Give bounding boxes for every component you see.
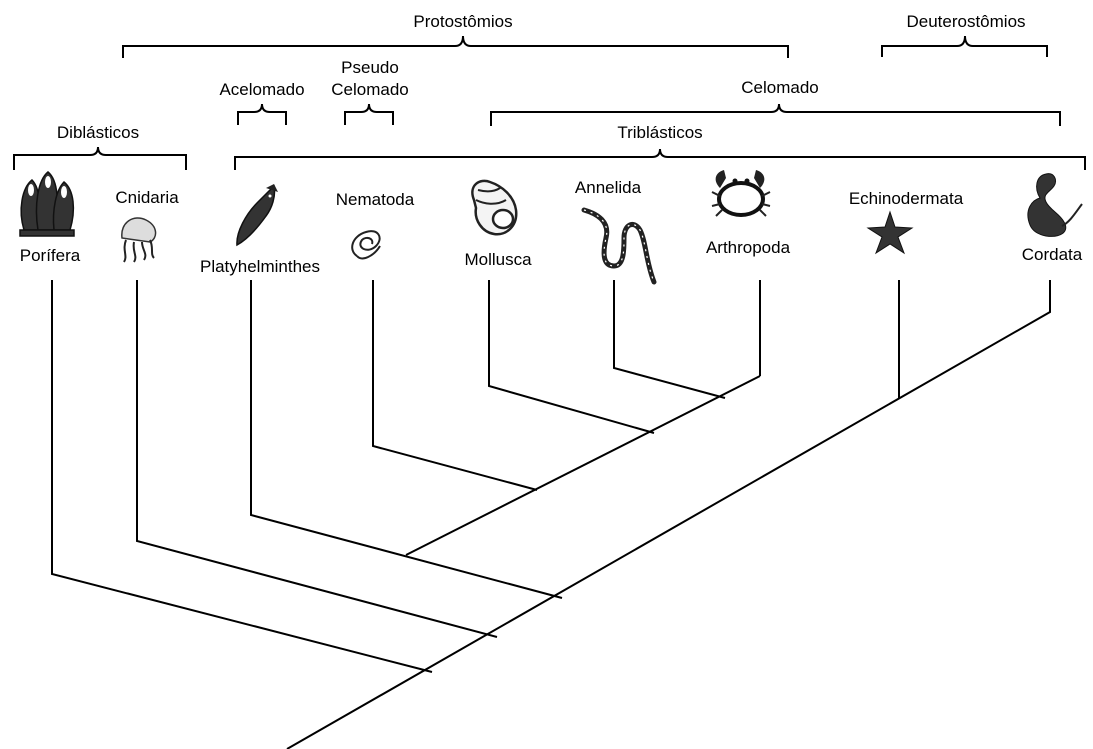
branch-cordata bbox=[286, 280, 1051, 749]
triblasticos-label: Triblásticos bbox=[617, 123, 702, 142]
branch-protostome-clade bbox=[405, 375, 761, 556]
taxon-platyhelminthes: Platyhelminthes bbox=[200, 257, 320, 276]
taxon-echinodermata: Echinodermata bbox=[849, 189, 964, 208]
flatworm-icon bbox=[236, 184, 278, 247]
diblasticos-label: Diblásticos bbox=[57, 123, 139, 142]
acelomado-bracket bbox=[237, 103, 287, 125]
diblasticos-bracket bbox=[13, 146, 187, 170]
branch-nematoda bbox=[372, 280, 538, 491]
branch-porifera bbox=[51, 280, 433, 673]
deuterostomios-label: Deuterostômios bbox=[906, 12, 1025, 31]
sponge-icon bbox=[19, 171, 75, 237]
triblasticos-bracket bbox=[234, 148, 1086, 170]
protostomios-label: Protostômios bbox=[413, 12, 512, 31]
taxon-arthropoda: Arthropoda bbox=[706, 238, 791, 257]
taxon-nematoda: Nematoda bbox=[336, 190, 415, 209]
pseudocelomado-label-line2: Celomado bbox=[331, 80, 409, 99]
chordate-icon bbox=[1027, 173, 1083, 237]
taxon-porifera: Porífera bbox=[20, 246, 81, 265]
starfish-icon bbox=[866, 210, 914, 255]
pseudocelomado-label-line1: Pseudo bbox=[341, 58, 399, 77]
celomado-label: Celomado bbox=[741, 78, 819, 97]
acelomado-label: Acelomado bbox=[219, 80, 304, 99]
snail-shell-icon bbox=[471, 179, 518, 236]
taxon-cordata: Cordata bbox=[1022, 245, 1083, 264]
branch-cnidaria bbox=[136, 280, 498, 638]
taxon-mollusca: Mollusca bbox=[464, 250, 532, 269]
earthworm-icon bbox=[581, 207, 657, 285]
deuterostomios-bracket bbox=[881, 35, 1048, 57]
celomado-bracket bbox=[490, 103, 1061, 126]
jellyfish-icon bbox=[121, 217, 157, 263]
branch-platyhelminthes bbox=[250, 280, 563, 599]
crab-icon bbox=[711, 170, 771, 217]
protostomios-bracket bbox=[122, 35, 789, 58]
branch-mollusca bbox=[488, 280, 655, 434]
branch-annelida bbox=[613, 280, 726, 399]
roundworm-icon bbox=[351, 230, 381, 260]
pseudocelomado-bracket bbox=[344, 103, 394, 125]
taxon-annelida: Annelida bbox=[575, 178, 642, 197]
taxon-cnidaria: Cnidaria bbox=[115, 188, 179, 207]
